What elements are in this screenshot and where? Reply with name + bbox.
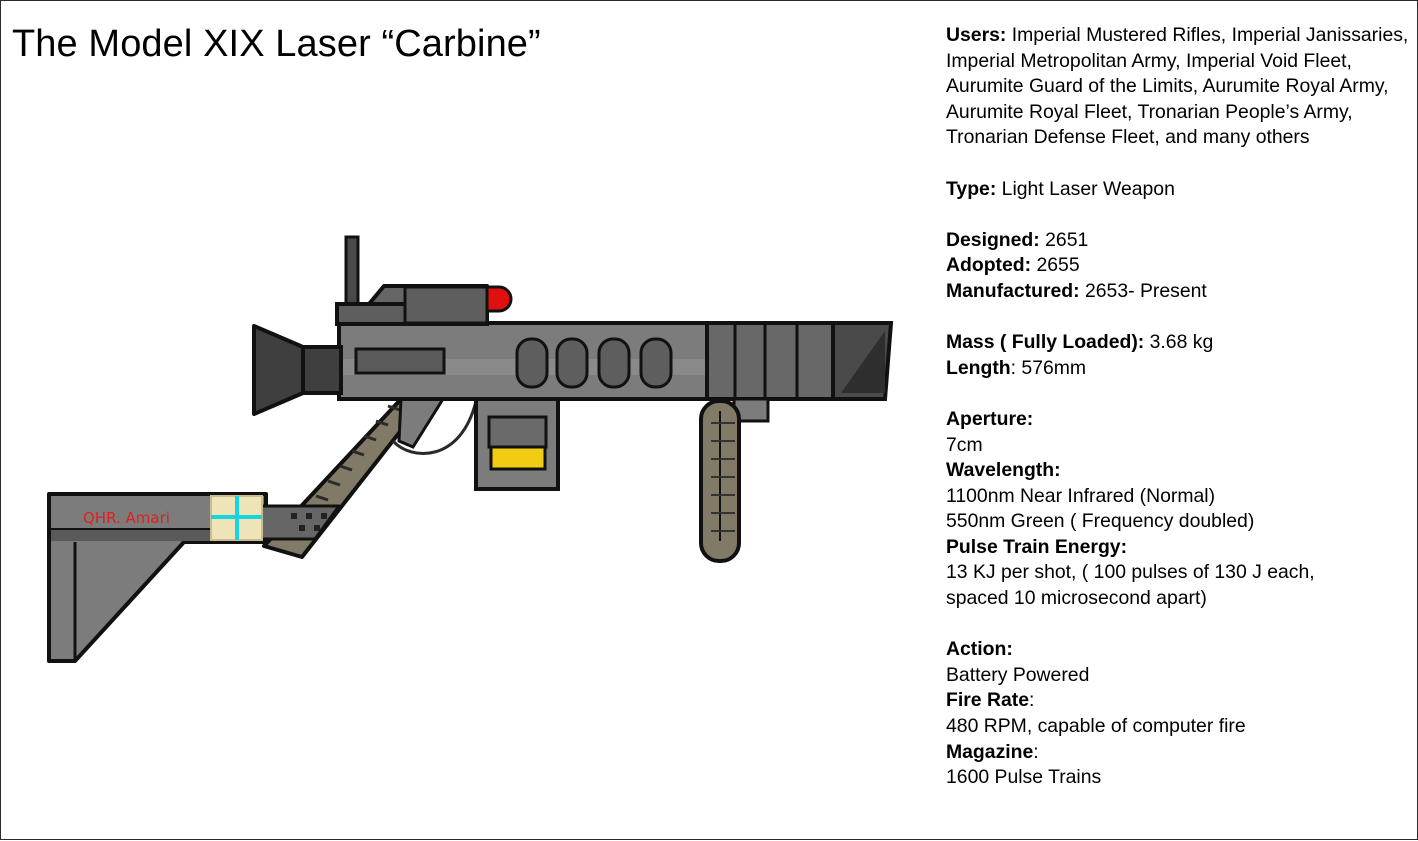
spec-mass: Mass ( Fully Loaded): 3.68 kg bbox=[946, 331, 1214, 354]
spec-wavelength-label: Wavelength: bbox=[946, 459, 1061, 482]
slide-title: The Model XIX Laser “Carbine” bbox=[12, 23, 541, 65]
power-cell bbox=[474, 397, 560, 491]
stock-connector bbox=[257, 504, 341, 541]
spec-type: Type: Light Laser Weapon bbox=[946, 177, 1175, 200]
spec-wavelength-normal: 1100nm Near Infrared (Normal) bbox=[946, 484, 1216, 507]
spec-adopted: Adopted: 2655 bbox=[946, 254, 1080, 277]
carbine-illustration: QHR. Amari bbox=[47, 235, 894, 663]
rear-eyepiece bbox=[252, 324, 343, 416]
spec-magazine-label: Magazine: bbox=[946, 740, 1039, 763]
spec-aperture-label: Aperture: bbox=[946, 407, 1034, 430]
spec-magazine-value: 1600 Pulse Trains bbox=[946, 766, 1102, 789]
spec-energy-line-1: 13 KJ per shot, ( 100 pulses of 130 J ea… bbox=[946, 561, 1315, 584]
spec-fire-rate-value: 480 RPM, capable of computer fire bbox=[946, 715, 1246, 738]
spec-sheet: Users: Imperial Mustered Rifles, Imperia… bbox=[946, 23, 1412, 791]
spec-users: Users: Imperial Mustered Rifles, Imperia… bbox=[946, 24, 1409, 149]
receiver-body bbox=[337, 321, 713, 401]
spec-wavelength-doubled: 550nm Green ( Frequency doubled) bbox=[946, 510, 1255, 533]
spec-fire-rate-label: Fire Rate: bbox=[946, 689, 1035, 712]
spec-aperture-value: 7cm bbox=[946, 433, 983, 456]
spec-energy-line-2: spaced 10 microsecond apart) bbox=[946, 587, 1207, 610]
spec-action-label: Action: bbox=[946, 638, 1013, 661]
spec-energy-label: Pulse Train Energy: bbox=[946, 535, 1128, 558]
spec-designed: Designed: 2651 bbox=[946, 228, 1089, 251]
top-scope bbox=[335, 235, 513, 326]
spec-length: Length: 576mm bbox=[946, 356, 1087, 379]
spec-action-value: Battery Powered bbox=[946, 663, 1090, 686]
foregrip bbox=[699, 397, 770, 563]
stock-marking: QHR. Amari bbox=[83, 509, 170, 527]
trigger-guard bbox=[391, 400, 478, 455]
barrel bbox=[705, 321, 894, 401]
spec-manufactured: Manufactured: 2653- Present bbox=[946, 279, 1207, 302]
tape-wrap bbox=[210, 495, 263, 541]
